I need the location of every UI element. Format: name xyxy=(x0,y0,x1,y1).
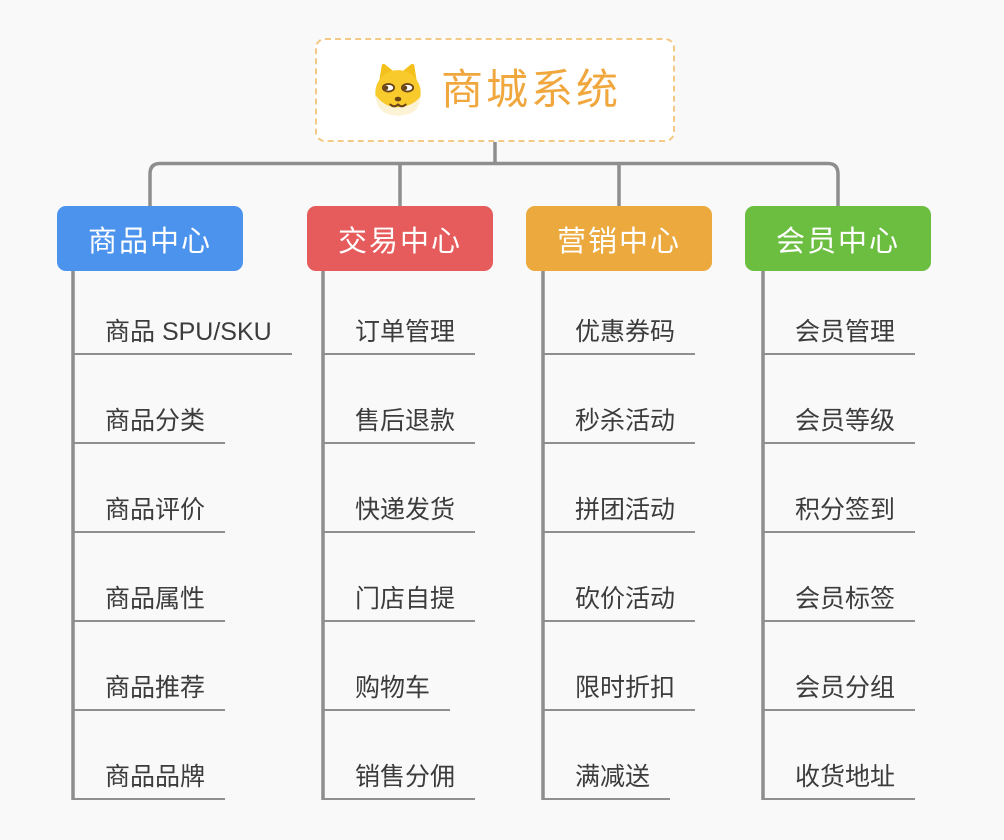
leaf-node[interactable]: 商品评价 xyxy=(73,489,226,533)
leaf-node[interactable]: 拼团活动 xyxy=(543,489,696,533)
root-title: 商城系统 xyxy=(440,66,621,113)
leaf-node[interactable]: 商品属性 xyxy=(73,578,226,622)
root-node[interactable]: 商城系统 xyxy=(315,38,675,142)
leaf-node[interactable]: 售后退款 xyxy=(323,400,476,444)
leaf-node[interactable]: 销售分佣 xyxy=(323,756,476,800)
branch-node-marketing-center[interactable]: 营销中心 xyxy=(526,206,712,271)
leaf-node[interactable]: 商品品牌 xyxy=(73,756,226,800)
leaf-node[interactable]: 收货地址 xyxy=(763,756,916,800)
leaf-node[interactable]: 会员等级 xyxy=(763,400,916,444)
leaf-node[interactable]: 会员管理 xyxy=(763,311,916,355)
leaf-node[interactable]: 会员标签 xyxy=(763,578,916,622)
leaf-node[interactable]: 积分签到 xyxy=(763,489,916,533)
leaf-node[interactable]: 秒杀活动 xyxy=(543,400,696,444)
leaf-node[interactable]: 商品 SPU/SKU xyxy=(73,311,292,355)
leaf-node[interactable]: 限时折扣 xyxy=(543,667,696,711)
leaf-node[interactable]: 快递发货 xyxy=(323,489,476,533)
leaf-node[interactable]: 商品推荐 xyxy=(73,667,226,711)
leaf-node[interactable]: 砍价活动 xyxy=(543,578,696,622)
branch-label: 营销中心 xyxy=(556,225,681,258)
branch-node-trade-center[interactable]: 交易中心 xyxy=(307,206,493,271)
leaf-node[interactable]: 会员分组 xyxy=(763,667,916,711)
branch-label: 交易中心 xyxy=(337,225,462,258)
leaf-node[interactable]: 购物车 xyxy=(323,667,451,711)
leaf-node[interactable]: 门店自提 xyxy=(323,578,476,622)
leaf-node[interactable]: 订单管理 xyxy=(323,311,476,355)
leaf-node[interactable]: 优惠券码 xyxy=(543,311,696,355)
leaf-node[interactable]: 满减送 xyxy=(543,756,671,800)
branch-label: 会员中心 xyxy=(775,225,900,258)
branch-label: 商品中心 xyxy=(87,225,212,258)
leaf-node[interactable]: 商品分类 xyxy=(73,400,226,444)
doge-icon xyxy=(369,61,427,119)
branch-node-member-center[interactable]: 会员中心 xyxy=(745,206,931,271)
branch-node-product-center[interactable]: 商品中心 xyxy=(57,206,243,271)
